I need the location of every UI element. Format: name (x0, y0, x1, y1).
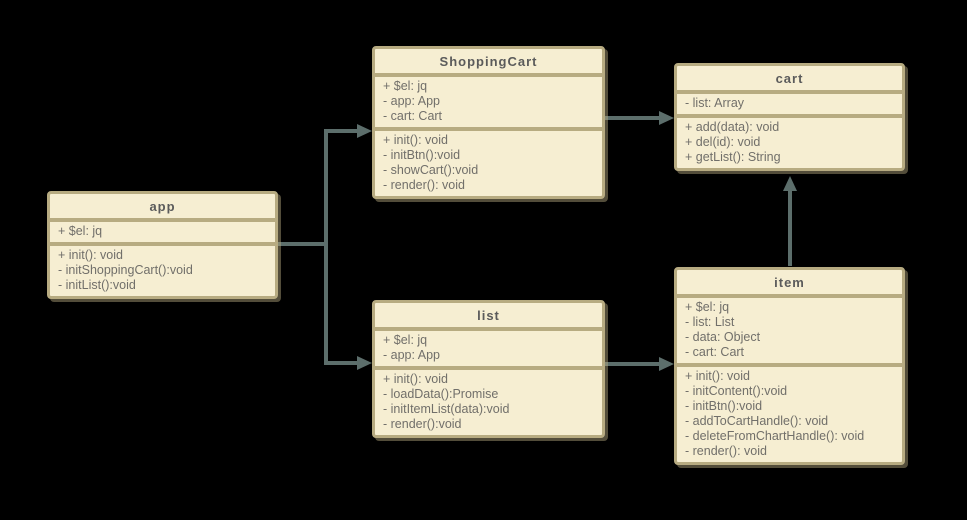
uml-member: - render(): void (383, 178, 465, 192)
uml-member: + del(id): void (685, 135, 761, 149)
class-attributes-app: + $el: jq (50, 222, 275, 246)
class-attributes-list: + $el: jq- app: App (375, 331, 602, 370)
arrowhead-to-item (659, 357, 674, 371)
class-methods-item: + init(): void- initContent():void- init… (677, 367, 902, 462)
class-methods-shoppingcart: + init(): void- initBtn():void- showCart… (375, 131, 602, 196)
arrowhead-to-shoppingcart (357, 124, 372, 138)
uml-member: - loadData():Promise (383, 387, 499, 401)
uml-member: - initContent():void (685, 384, 788, 398)
uml-member: - initItemList(data):void (383, 402, 510, 416)
class-box-list[interactable]: list + $el: jq- app: App + init(): void-… (372, 300, 605, 438)
uml-member: + init(): void (383, 133, 448, 147)
class-title-cart: cart (677, 66, 902, 94)
class-methods-list: + init(): void- loadData():Promise- init… (375, 370, 602, 435)
uml-member: - deleteFromChartHandle(): void (685, 429, 865, 443)
class-title-list: list (375, 303, 602, 331)
uml-member: + getList(): String (685, 150, 781, 164)
arrowhead-up-to-cart (783, 176, 797, 191)
class-title-app: app (50, 194, 275, 222)
uml-member: - showCart():void (383, 163, 479, 177)
uml-member: - list: Array (685, 96, 745, 110)
connector-item-to-cart[interactable] (783, 176, 797, 266)
class-attributes-shoppingcart: + $el: jq- app: App- cart: Cart (375, 77, 602, 131)
class-attributes-item: + $el: jq- list: List- data: Object- car… (677, 298, 902, 367)
uml-member: + $el: jq (58, 224, 103, 238)
class-box-shoppingcart[interactable]: ShoppingCart + $el: jq- app: App- cart: … (372, 46, 605, 199)
uml-member: - data: Object (685, 330, 761, 344)
uml-member: - cart: Cart (383, 109, 443, 123)
uml-member: - initBtn():void (383, 148, 461, 162)
connector-shoppingcart-to-cart[interactable] (605, 111, 674, 125)
uml-member: - render():void (383, 417, 462, 431)
uml-member: - app: App (383, 94, 440, 108)
uml-member: - app: App (383, 348, 440, 362)
uml-member: - addToCartHandle(): void (685, 414, 829, 428)
uml-member: + add(data): void (685, 120, 780, 134)
uml-member: + init(): void (383, 372, 448, 386)
class-box-cart[interactable]: cart - list: Array + add(data): void+ de… (674, 63, 905, 171)
uml-member: - render(): void (685, 444, 767, 458)
connector-app-to-shoppingcart-and-list[interactable] (278, 124, 372, 370)
class-attributes-cart: - list: Array (677, 94, 902, 118)
uml-member: + init(): void (58, 248, 123, 262)
class-box-app[interactable]: app + $el: jq + init(): void- initShoppi… (47, 191, 278, 299)
uml-member: - initBtn():void (685, 399, 763, 413)
class-methods-cart: + add(data): void+ del(id): void+ getLis… (677, 118, 902, 168)
connector-list-to-item[interactable] (605, 357, 674, 371)
uml-member: - cart: Cart (685, 345, 745, 359)
class-methods-app: + init(): void- initShoppingCart():void-… (50, 246, 275, 296)
uml-member: + $el: jq (685, 300, 730, 314)
class-title-shoppingcart: ShoppingCart (375, 49, 602, 77)
uml-member: + $el: jq (383, 333, 428, 347)
uml-member: + init(): void (685, 369, 750, 383)
uml-member: + $el: jq (383, 79, 428, 93)
class-title-item: item (677, 270, 902, 298)
arrowhead-to-cart (659, 111, 674, 125)
arrowhead-to-list (357, 356, 372, 370)
uml-member: - list: List (685, 315, 735, 329)
uml-member: - initShoppingCart():void (58, 263, 193, 277)
uml-member: - initList():void (58, 278, 136, 292)
class-box-item[interactable]: item + $el: jq- list: List- data: Object… (674, 267, 905, 465)
